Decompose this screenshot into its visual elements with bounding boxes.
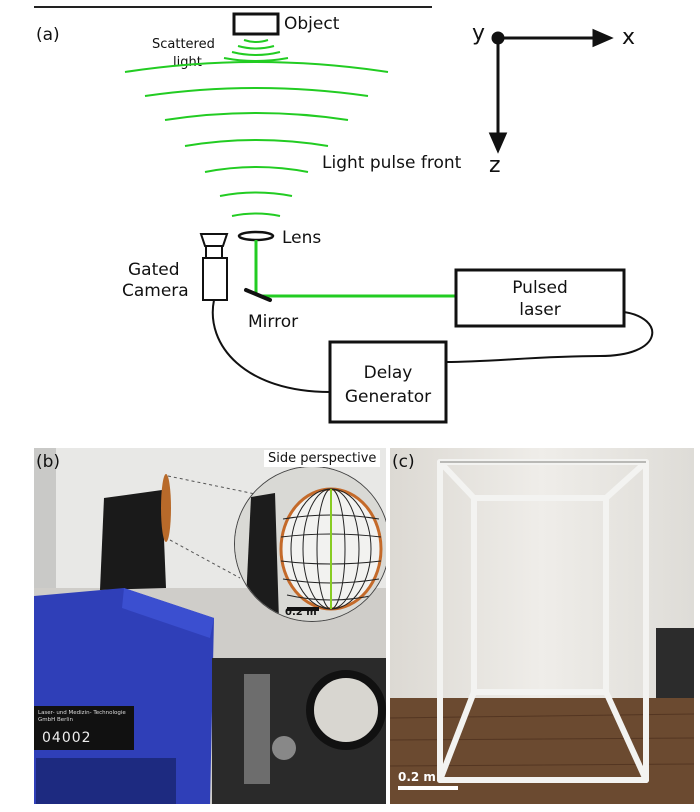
draped-object — [100, 490, 166, 590]
mirror-label: Mirror — [248, 312, 298, 332]
delay-generator-label-line2: Generator — [345, 387, 431, 407]
delay-generator-label-line1: Delay — [364, 363, 413, 383]
light-pulse-front-label: Light pulse front — [322, 153, 462, 173]
mirror-shape — [244, 288, 272, 302]
light-pulse-front-arcs — [124, 61, 389, 217]
axis-x-label: x — [622, 25, 635, 50]
scattered-light-label-line1: Scattered — [152, 37, 215, 52]
side-perspective-inset: 0.2 m — [234, 466, 386, 622]
camera-plate-small-text: Laser- und Medizin- Technologie GmbH Ber… — [38, 710, 126, 723]
top-rule — [34, 6, 432, 8]
lens-label: Lens — [282, 228, 321, 248]
scattered-light-label-line2: light — [173, 55, 202, 70]
panel-c-scene — [390, 448, 694, 804]
delay-generator-box — [328, 340, 448, 424]
panel-b-label: (b) — [36, 452, 61, 472]
camera-plate-number: 04002 — [42, 730, 92, 746]
object-box — [232, 12, 280, 36]
panel-c-scale-label: 0.2 m — [398, 770, 436, 784]
camera-label-line2: Camera — [122, 281, 189, 301]
inset-scene — [235, 467, 386, 621]
lens-shape — [237, 230, 275, 242]
panel-a-diagram: (a) Object Scattered light Light pulse f… — [36, 12, 654, 424]
panel-c-photo: 0.2 m (c) — [390, 448, 694, 804]
panel-b-scene — [34, 448, 386, 804]
inset-scale-label: 0.2 m — [285, 607, 317, 618]
object-label: Object — [284, 14, 340, 34]
panel-c-label: (c) — [392, 452, 415, 472]
signal-cables — [211, 299, 654, 393]
pulsed-laser-label-line1: Pulsed — [512, 278, 568, 298]
axis-y-label: y — [472, 21, 485, 46]
pulsed-laser-label-line2: laser — [519, 300, 560, 320]
pulsed-laser-box — [454, 268, 626, 328]
panel-b-photo: Laser- und Medizin- Technologie GmbH Ber… — [34, 448, 386, 804]
inset-title: Side perspective — [264, 450, 381, 467]
panel-a-label: (a) — [36, 25, 60, 45]
scale-bar — [398, 786, 458, 790]
axis-z-label: z — [489, 153, 501, 178]
scattered-light-arcs — [223, 39, 289, 62]
gated-camera-icon — [199, 233, 229, 301]
coordinate-axes — [488, 28, 614, 154]
camera-label-line1: Gated — [128, 260, 180, 280]
laser-beam — [254, 240, 456, 298]
